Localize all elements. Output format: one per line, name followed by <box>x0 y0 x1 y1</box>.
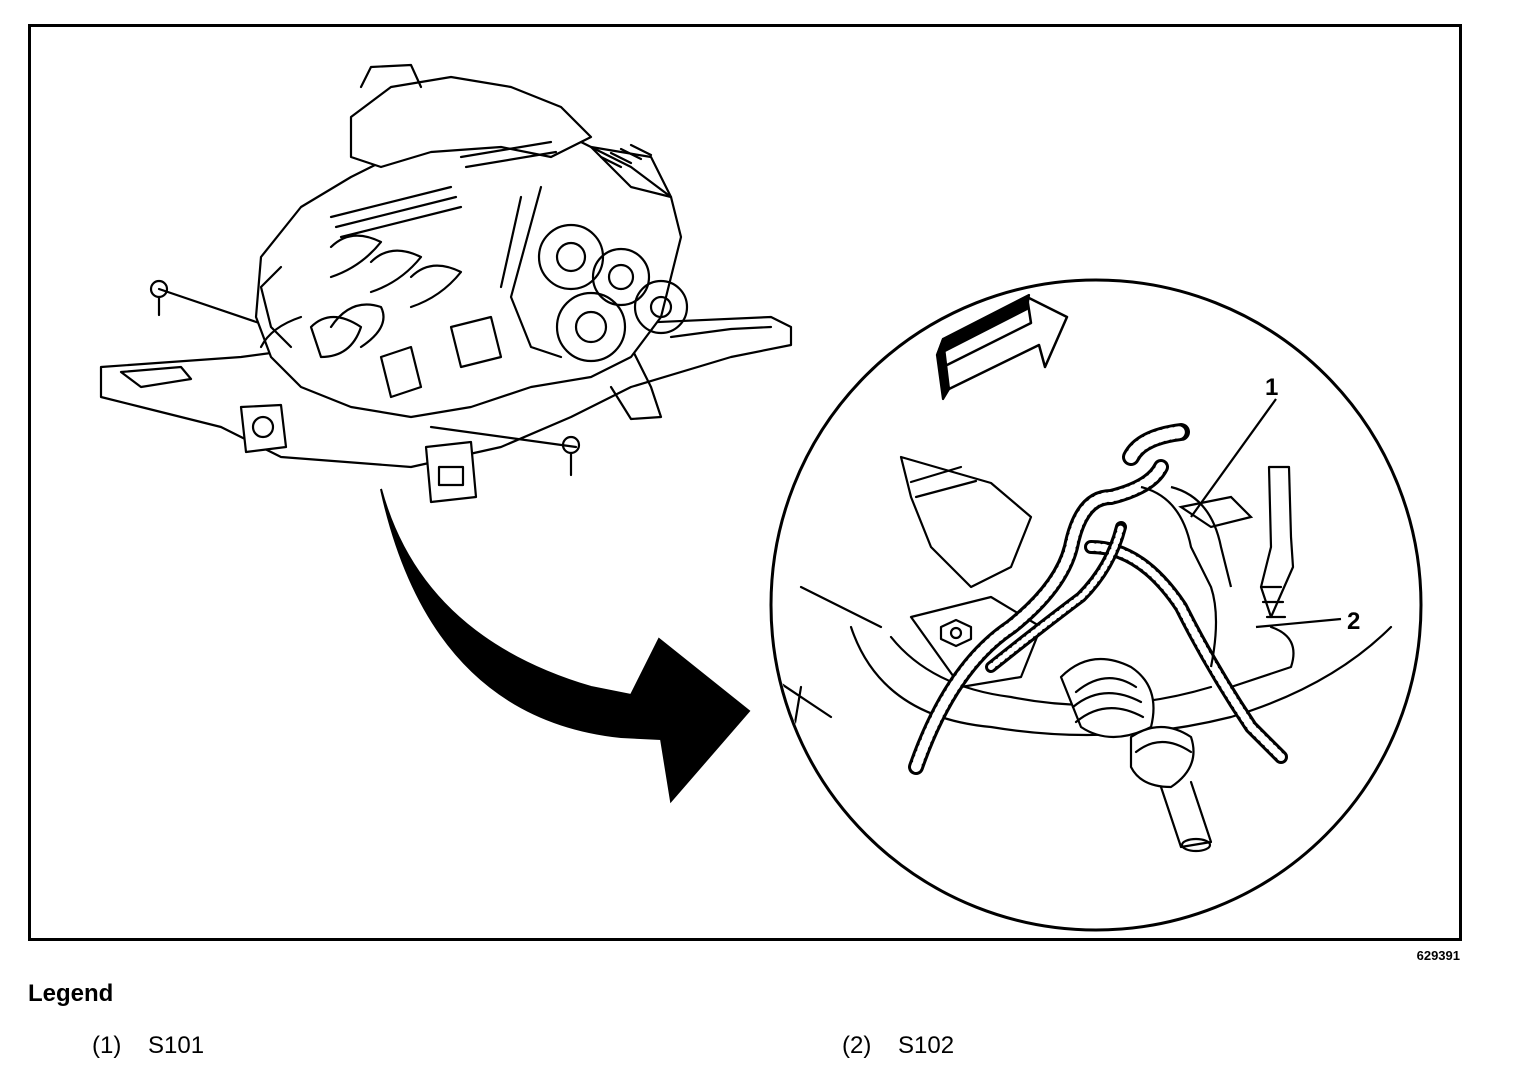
legend-item-number: (1) <box>92 1032 122 1059</box>
figure-id: 629391 <box>1416 948 1460 963</box>
legend-title: Legend <box>28 980 114 1007</box>
zoom-arrow-icon <box>380 488 751 804</box>
legend-item-label: S101 <box>148 1032 205 1059</box>
detail-circle <box>769 278 1423 932</box>
legend-item-number: (2) <box>842 1032 872 1059</box>
diagram-frame: 1 2 <box>28 24 1462 941</box>
legend-item-1: (1) S101 <box>92 1032 204 1060</box>
legend-item-label: S102 <box>898 1032 955 1059</box>
diagram-canvas: 1 2 <box>99 63 1423 932</box>
legend-item-2: (2) S102 <box>842 1032 954 1060</box>
engine-illustration <box>99 63 793 504</box>
callout-2: 2 <box>1347 608 1360 635</box>
direction-arrow-icon <box>935 293 1069 401</box>
callout-1: 1 <box>1265 374 1278 401</box>
